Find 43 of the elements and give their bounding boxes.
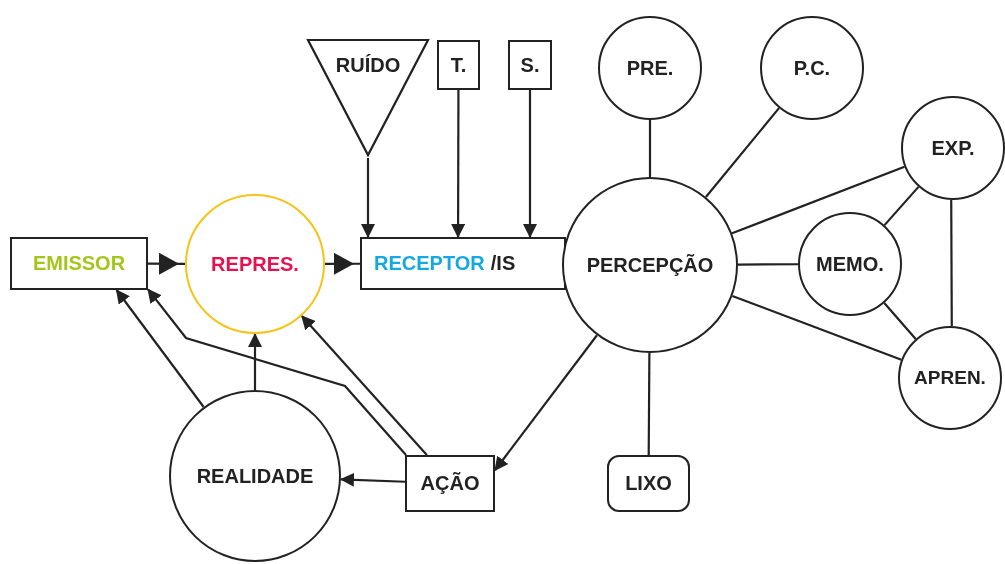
- triangle-node: [306, 38, 430, 158]
- arrowhead: [148, 252, 185, 275]
- node-label: RECEPTOR: [374, 252, 485, 275]
- arrow: [339, 472, 406, 487]
- arrow: [361, 158, 375, 238]
- connector-line: [738, 263, 798, 266]
- node-label: P.C.: [793, 56, 831, 80]
- node-label: REALIDADE: [196, 464, 314, 488]
- arrow: [301, 315, 428, 456]
- arrow: [147, 288, 407, 456]
- process-box: [405, 455, 495, 512]
- arrow: [248, 333, 262, 390]
- arrow: [115, 289, 205, 408]
- connector-line: [705, 107, 780, 198]
- arrow: [523, 90, 537, 238]
- process-box: [10, 237, 148, 290]
- connector-line: [883, 302, 917, 340]
- process-box: [360, 237, 566, 290]
- process-box: [508, 40, 552, 90]
- process-box: [437, 40, 480, 90]
- node-label: LIXO: [625, 472, 672, 495]
- node-label: APREN.: [914, 367, 986, 389]
- node-label: PERCEPÇÃO: [586, 253, 714, 277]
- connector-line: [883, 186, 920, 226]
- node-label: T.: [450, 53, 467, 77]
- connector-line: [731, 295, 902, 361]
- node-label: EMISSOR: [32, 252, 126, 275]
- node-label: AÇÃO: [420, 472, 480, 495]
- node-label: MEMO.: [816, 252, 884, 276]
- node-label: S.: [520, 53, 540, 77]
- arrow: [494, 334, 598, 472]
- arrow: [451, 90, 466, 238]
- node-label: REPRES.: [211, 252, 299, 276]
- connector-line: [950, 199, 953, 327]
- node-label: EXP.: [931, 136, 975, 160]
- arrowhead: [325, 252, 360, 275]
- node-label: RUÍDO: [335, 54, 401, 77]
- rounded-box: [607, 455, 690, 512]
- node-label: PRE.: [626, 56, 674, 80]
- connector-line: [647, 353, 651, 455]
- connector-line: [648, 120, 652, 177]
- node-label: /IS: [490, 252, 516, 275]
- connector-line: [731, 165, 905, 235]
